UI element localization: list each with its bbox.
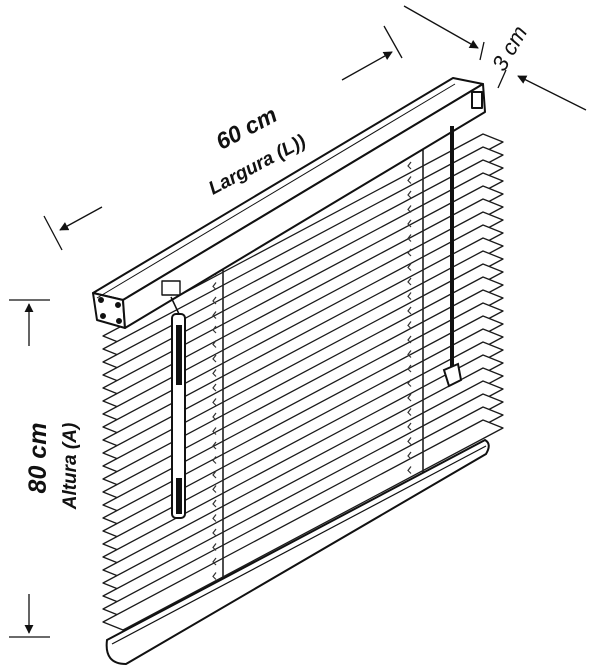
screw-icon — [116, 318, 122, 324]
lift-cord-icon — [442, 126, 463, 388]
ladder-tick — [407, 466, 412, 474]
ladder-tick — [407, 451, 412, 460]
ladder-tick — [407, 408, 412, 416]
ladder-tick — [212, 470, 217, 479]
ladder-tick — [407, 176, 412, 184]
wand-bracket-icon — [161, 280, 181, 296]
ladder-tick — [212, 296, 217, 305]
ladder-tick — [407, 306, 412, 315]
headrail-edge — [96, 83, 456, 299]
slats-group — [102, 133, 504, 631]
headrail-end-slot — [471, 91, 483, 109]
ladder-tick — [407, 205, 412, 213]
ladder-tick — [407, 379, 412, 387]
depth-dimension — [403, 5, 587, 111]
width-arrow-left — [59, 206, 103, 231]
ladder-tick — [407, 219, 412, 228]
ladder-tick — [407, 422, 412, 431]
height-value: 80 cm — [24, 423, 52, 494]
screw-icon — [98, 297, 104, 303]
ladder-tick — [212, 456, 217, 464]
ladder-tick — [212, 398, 217, 406]
depth-extension-top — [479, 41, 485, 61]
ladder-tick — [212, 441, 217, 450]
ladder-tick — [407, 277, 412, 286]
width-arrow-right — [341, 51, 393, 81]
ladder-tick — [407, 263, 412, 271]
cord-tassel-icon — [442, 362, 463, 388]
headrail-icon — [92, 77, 486, 329]
screw-icon — [115, 302, 121, 308]
ladder-tick — [212, 485, 217, 493]
ladder-tick — [212, 340, 217, 348]
depth-extension-bottom — [497, 69, 507, 89]
ladder-tick — [407, 248, 412, 257]
screw-icon — [100, 313, 106, 319]
height-label: Altura (A) — [60, 423, 81, 511]
ladder-tick — [212, 543, 217, 551]
ladder-tick — [212, 282, 217, 290]
ladder-tick — [212, 383, 217, 392]
ladder-tick — [212, 325, 217, 334]
ladder-tick — [212, 369, 217, 377]
width-extension-left — [43, 215, 63, 251]
ladder-tick — [407, 161, 412, 170]
ladder-tick — [407, 350, 412, 358]
bottom-rail-icon — [105, 438, 490, 666]
slat — [102, 419, 504, 631]
ladder-tick — [407, 321, 412, 329]
ladder-tick — [212, 427, 217, 435]
ladder-tick — [212, 354, 217, 363]
ladder-tick — [407, 292, 412, 300]
ladder-tick — [212, 572, 217, 580]
ladder-tick — [212, 499, 217, 508]
headrail-front — [122, 83, 486, 329]
ladder-tick — [407, 393, 412, 402]
width-dimension — [43, 25, 403, 251]
depth-arrow-top — [403, 5, 479, 49]
ladder-tick — [212, 528, 217, 537]
depth-arrow-bottom — [517, 75, 587, 111]
ladder-tick — [407, 437, 412, 445]
ladder-tick — [212, 412, 217, 421]
ladder-tick — [212, 311, 217, 319]
ladder-tick — [212, 514, 217, 522]
ladder-tick — [407, 190, 412, 199]
ladder-tick — [407, 335, 412, 344]
tilt-wand-icon — [170, 296, 186, 519]
depth-value: 3 cm — [487, 21, 532, 75]
height-dimension — [9, 299, 50, 638]
ladder-tick — [407, 364, 412, 373]
ladder-tapes — [222, 150, 424, 606]
ladder-ticks — [212, 161, 412, 595]
ladder-tick — [212, 557, 217, 566]
ladder-tick — [407, 234, 412, 242]
width-extension-right — [383, 25, 403, 59]
